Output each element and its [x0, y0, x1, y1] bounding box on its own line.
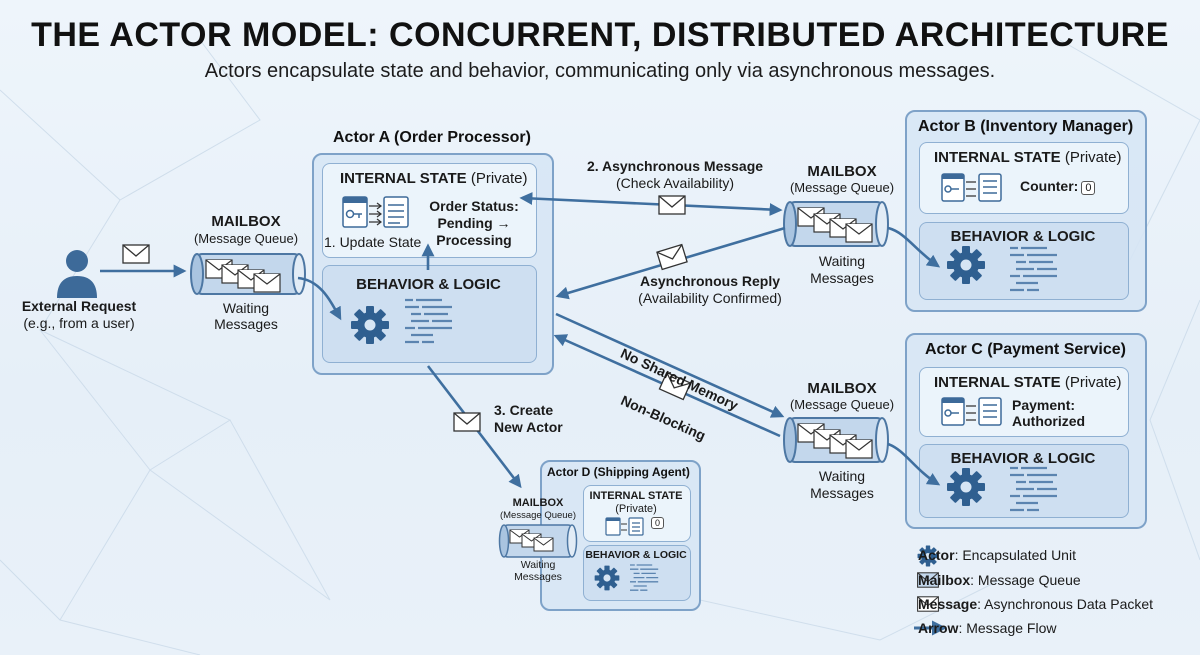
- actor-d-behavior-label: BEHAVIOR & LOGIC: [585, 549, 687, 561]
- actor-d-counter: 0: [648, 517, 665, 529]
- mailbox-a-queue-icon: [190, 253, 306, 295]
- page-subtitle: Actors encapsulate state and behavior, c…: [204, 60, 996, 82]
- check-availability-arrow: [519, 191, 783, 217]
- actor-a-behavior-label: BEHAVIOR & LOGIC: [356, 276, 501, 293]
- reply-sub: (Availability Confirmed): [638, 290, 782, 306]
- mailbox-c-to-behavior-arrow: [887, 442, 941, 486]
- mailbox-b-to-behavior-arrow: [887, 226, 941, 268]
- mailbox-d-queue-icon: [498, 524, 578, 558]
- external-request-label: External Request: [21, 298, 137, 314]
- check-availability-title: 2. Asynchronous Message: [586, 158, 764, 174]
- key-document-icon: [941, 173, 1002, 202]
- mailbox-c-messages: Messages: [810, 485, 874, 501]
- actor-d-code-lines: [629, 564, 659, 591]
- actor-a-gear-icon: [351, 306, 389, 344]
- actor-c-state-label: INTERNAL STATE (Private): [934, 374, 1122, 391]
- mailbox-b-waiting: Waiting: [818, 253, 866, 269]
- mailbox-b-messages: Messages: [810, 270, 874, 286]
- payment-status-value: Payment: Authorized: [1012, 397, 1086, 429]
- envelope-icon: [453, 412, 481, 432]
- mailbox-c-queue-icon: [783, 417, 889, 463]
- counter-value: Counter:0: [1020, 178, 1096, 195]
- mailbox-d-messages: Messages: [514, 571, 562, 583]
- key-document-icon: [605, 517, 644, 536]
- mailbox-a-messages: Messages: [214, 316, 278, 332]
- key-document-icon: [941, 397, 1002, 426]
- envelope-icon: [656, 243, 688, 271]
- legend-mailbox-icon: [917, 572, 939, 588]
- actor-d-title: Actor D (Shipping Agent): [547, 465, 690, 479]
- legend-mailbox: Mailbox: Message Queue: [918, 572, 1081, 588]
- check-availability-sub: (Check Availability): [615, 175, 734, 191]
- mailbox-c-subtitle: (Message Queue): [789, 397, 895, 412]
- mailbox-d-waiting: Waiting: [520, 559, 556, 571]
- actor-c-code-lines: [1008, 466, 1059, 512]
- actor-a-state-label: INTERNAL STATE (Private): [340, 170, 528, 187]
- actor-d-state-label: INTERNAL STATE: [589, 490, 683, 502]
- envelope-icon: [658, 195, 686, 215]
- external-request-sublabel: (e.g., from a user): [23, 315, 135, 331]
- mailbox-a-subtitle: (Message Queue): [193, 231, 299, 246]
- envelope-icon: [122, 244, 150, 264]
- user-icon: [57, 250, 97, 298]
- mailbox-b-queue-icon: [783, 201, 889, 247]
- mailbox-d-title: MAILBOX: [512, 497, 564, 509]
- update-state-label: 1. Update State: [324, 234, 422, 250]
- actor-a-code-lines: [403, 298, 454, 344]
- mailbox-a-waiting: Waiting: [222, 300, 270, 316]
- mailbox-d-subtitle: (Message Queue): [499, 510, 577, 521]
- legend-actor: Actor: Encapsulated Unit: [918, 547, 1076, 563]
- legend-arrow: Arrow: Message Flow: [918, 620, 1057, 636]
- actor-c-behavior-label: BEHAVIOR & LOGIC: [950, 450, 1096, 467]
- actor-c-title: Actor C (Payment Service): [925, 341, 1126, 358]
- actor-d-state-private: (Private): [615, 503, 657, 515]
- key-document-icon: [342, 196, 409, 228]
- actor-b-state-label: INTERNAL STATE (Private): [934, 149, 1122, 166]
- actor-c-gear-icon: [947, 468, 985, 506]
- mailbox-c-title: MAILBOX: [807, 380, 877, 397]
- mailbox-c-waiting: Waiting: [818, 468, 866, 484]
- mailbox-a-title: MAILBOX: [211, 213, 281, 230]
- create-actor-label: 3. Create New Actor: [494, 402, 563, 435]
- actor-b-code-lines: [1008, 246, 1059, 292]
- mailbox-b-title: MAILBOX: [807, 163, 877, 180]
- mailbox-b-subtitle: (Message Queue): [789, 180, 895, 195]
- actor-a-title: Actor A (Order Processor): [333, 129, 531, 146]
- actor-d-gear-icon: [594, 565, 620, 591]
- actor-b-behavior-label: BEHAVIOR & LOGIC: [950, 228, 1096, 245]
- order-status-value: Order Status: Pending → Processing: [429, 198, 519, 248]
- legend-message: Message: Asynchronous Data Packet: [918, 596, 1154, 612]
- reply-title: Asynchronous Reply: [639, 273, 781, 289]
- a-to-mailbox-c-arrow: [555, 312, 785, 418]
- page-title: THE ACTOR MODEL: CONCURRENT, DISTRIBUTED…: [31, 16, 1169, 54]
- mailbox-a-to-behavior-arrow: [297, 276, 342, 321]
- actor-b-gear-icon: [947, 246, 985, 284]
- actor-b-title: Actor B (Inventory Manager): [918, 118, 1134, 135]
